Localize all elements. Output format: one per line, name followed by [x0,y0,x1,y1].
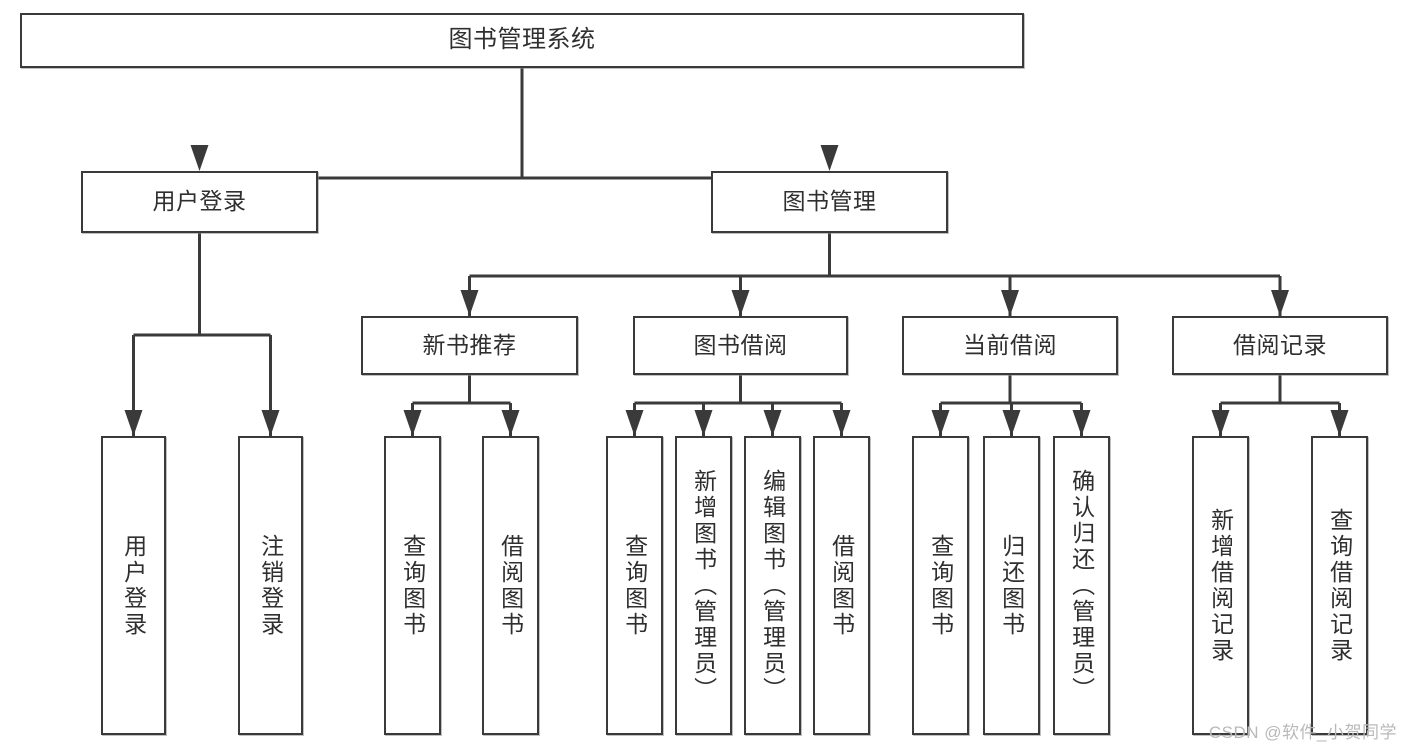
node-leaf-user-logout-label: 注销登录 [257,533,284,638]
node-leaf-current-return[interactable]: 归还图书 [983,436,1040,735]
node-leaf-newbook-query[interactable]: 查询图书 [384,436,441,735]
node-leaf-current-confirm[interactable]: 确认归还（管理员） [1053,436,1110,735]
node-leaf-record-query[interactable]: 查询借阅记录 [1311,436,1368,735]
node-leaf-borrow-add-label: 新增图书（管理员） [690,468,717,703]
node-user-login[interactable]: 用户登录 [81,171,318,233]
node-book-management-label: 图书管理 [782,188,877,215]
node-leaf-borrow-borrow[interactable]: 借阅图书 [813,436,870,735]
node-leaf-borrow-query[interactable]: 查询图书 [606,436,663,735]
node-new-book-recommend[interactable]: 新书推荐 [361,316,578,375]
node-leaf-borrow-query-label: 查询图书 [621,533,648,638]
node-leaf-record-add-label: 新增借阅记录 [1207,507,1234,664]
node-leaf-borrow-edit-label: 编辑图书（管理员） [759,468,786,703]
node-leaf-current-return-label: 归还图书 [998,533,1025,638]
node-leaf-borrow-edit[interactable]: 编辑图书（管理员） [744,436,801,735]
node-leaf-record-query-label: 查询借阅记录 [1326,507,1353,664]
node-leaf-user-logout[interactable]: 注销登录 [238,436,303,735]
node-borrow-records-label: 借阅记录 [1233,331,1327,358]
node-leaf-borrow-add[interactable]: 新增图书（管理员） [675,436,732,735]
node-leaf-user-login[interactable]: 用户登录 [101,436,166,735]
node-book-borrow[interactable]: 图书借阅 [633,316,848,375]
node-leaf-current-confirm-label: 确认归还（管理员） [1068,468,1095,703]
node-current-borrow-label: 当前借阅 [963,331,1057,358]
node-book-borrow-label: 图书借阅 [693,331,788,358]
node-leaf-newbook-borrow-label: 借阅图书 [497,533,524,638]
node-user-login-label: 用户登录 [152,188,247,215]
node-leaf-current-query[interactable]: 查询图书 [912,436,969,735]
node-current-borrow[interactable]: 当前借阅 [902,316,1118,375]
node-leaf-newbook-query-label: 查询图书 [399,533,426,638]
node-new-book-recommend-label: 新书推荐 [422,331,517,358]
node-root-label: 图书管理系统 [448,26,596,54]
node-leaf-current-query-label: 查询图书 [927,533,954,638]
node-leaf-borrow-borrow-label: 借阅图书 [828,533,855,638]
node-root[interactable]: 图书管理系统 [20,13,1024,68]
node-leaf-user-login-label: 用户登录 [120,533,147,638]
node-leaf-record-add[interactable]: 新增借阅记录 [1192,436,1249,735]
node-borrow-records[interactable]: 借阅记录 [1172,316,1388,375]
node-leaf-newbook-borrow[interactable]: 借阅图书 [482,436,539,735]
node-book-management[interactable]: 图书管理 [711,171,948,233]
